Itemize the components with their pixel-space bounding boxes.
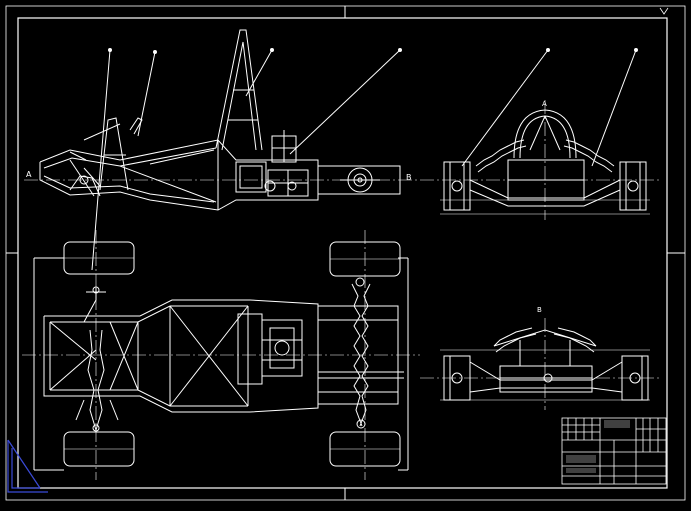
title-block (561, 417, 667, 485)
view-a: A (420, 48, 660, 220)
view-label-b: B (537, 306, 542, 314)
section-label-a: A (26, 170, 32, 179)
section-label-b: B (406, 173, 412, 182)
view-label-a: A (542, 100, 547, 108)
ucs-icon (7, 439, 48, 493)
view-b: B (420, 306, 660, 410)
side-view: A B (24, 29, 420, 271)
top-view (22, 230, 420, 480)
sheet-border (5, 5, 686, 501)
